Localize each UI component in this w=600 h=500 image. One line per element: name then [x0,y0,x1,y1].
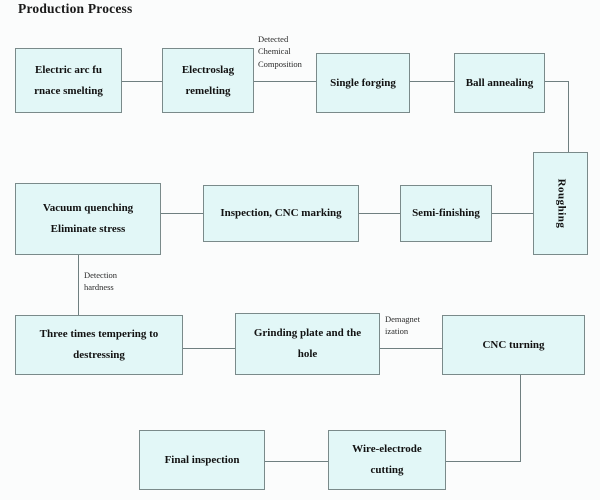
edge-label-line1: Detection [84,270,118,280]
node-label-line2: hole [297,348,318,360]
node-label-semi-finishing: Semi-finishing [412,207,480,220]
edge-label-line2: hardness [84,282,114,293]
node-label-line2: cutting [370,464,404,476]
node-label-line2: destressing [73,349,125,361]
edge-label-line3: Composition [258,58,302,69]
node-label-line1: Three times tempering to [39,328,159,341]
node-label-line2: Eliminate stress [50,223,126,235]
edge-vacuum-quenching-down-to-tempering [78,255,79,315]
node-label-grinding: Grinding plate and the hole [240,323,375,365]
edge-ball-annealing-down-to-roughing [568,81,569,153]
node-three-times-tempering-destressing[interactable]: Three times tempering to destressing [15,315,183,375]
node-label-roughing: Roughing [554,178,567,229]
node-label-vacuum-quenching: Vacuum quenching Eliminate stress [20,198,156,240]
edge-tempering-to-grinding [183,348,235,349]
edge-label-line1: Detected [258,34,289,44]
node-cnc-turning[interactable]: CNC turning [442,315,585,375]
edge-label-line2: Chemical [258,46,291,57]
node-label-line1: Wire-electrode [352,443,422,456]
node-label-line2: remelting [185,84,231,97]
edge-inspection-to-semi-finishing [359,213,400,214]
edge-electric-arc-to-electroslag [122,81,162,82]
page-title: Production Process [18,1,133,16]
node-wire-electrode-cutting[interactable]: Wire-electrode cutting [328,430,446,490]
node-label-inspection-cnc: Inspection, CNC marking [220,207,342,220]
node-label-cnc-turning: CNC turning [482,338,545,351]
node-label-line1: Vacuum quenching [42,202,134,215]
node-label-single-forging: Single forging [330,76,396,89]
edge-single-forging-to-ball-annealing [410,81,454,82]
node-semi-finishing[interactable]: Semi-finishing [400,185,492,242]
node-grinding-plate-and-hole[interactable]: Grinding plate and the hole [235,313,380,375]
node-electric-arc-furnace-smelting[interactable]: Electric arc fu rnace smelting [15,48,122,113]
node-label-line2: rnace smelting [34,84,103,97]
node-inspection-cnc-marking[interactable]: Inspection, CNC marking [203,185,359,242]
edge-label-detected-chemical-composition: Detected Chemical Composition [258,33,302,70]
edge-label-detection-hardness: Detection hardness [84,269,117,294]
node-label-line1: Grinding plate and the [253,327,362,340]
edge-label-line2: ization [385,326,409,337]
node-label-line1: Electroslag [181,63,235,76]
node-label-electric-arc: Electric arc fu rnace smelting [20,60,117,102]
node-label-tempering: Three times tempering to destressing [20,324,178,366]
node-label-electroslag: Electroslag remelting [167,60,249,102]
edge-label-line1: Demagnet [385,314,420,324]
edge-label-demagnetization: Demagnet ization [385,313,420,338]
node-ball-annealing[interactable]: Ball annealing [454,53,545,113]
node-label-final-inspection: Final inspection [164,453,240,466]
node-vacuum-quenching-eliminate-stress[interactable]: Vacuum quenching Eliminate stress [15,183,161,255]
edge-electroslag-to-single-forging [254,81,316,82]
node-electroslag-remelting[interactable]: Electroslag remelting [162,48,254,113]
edge-cnc-turning-to-wire-cutting [446,461,521,462]
edge-vacuum-quenching-to-inspection [161,213,203,214]
node-label-wire-cutting: Wire-electrode cutting [333,439,441,481]
node-label-line1: Electric arc fu [35,63,102,76]
edge-grinding-to-cnc-turning [380,348,442,349]
node-final-inspection[interactable]: Final inspection [139,430,265,490]
edge-semi-finishing-to-roughing [492,213,533,214]
node-roughing[interactable]: Roughing [533,152,588,255]
edge-wire-cutting-to-final-inspection [265,461,328,462]
node-single-forging[interactable]: Single forging [316,53,410,113]
node-label-ball-annealing: Ball annealing [465,76,534,89]
edge-ball-annealing-right [545,81,568,82]
edge-cnc-turning-down [520,375,521,461]
